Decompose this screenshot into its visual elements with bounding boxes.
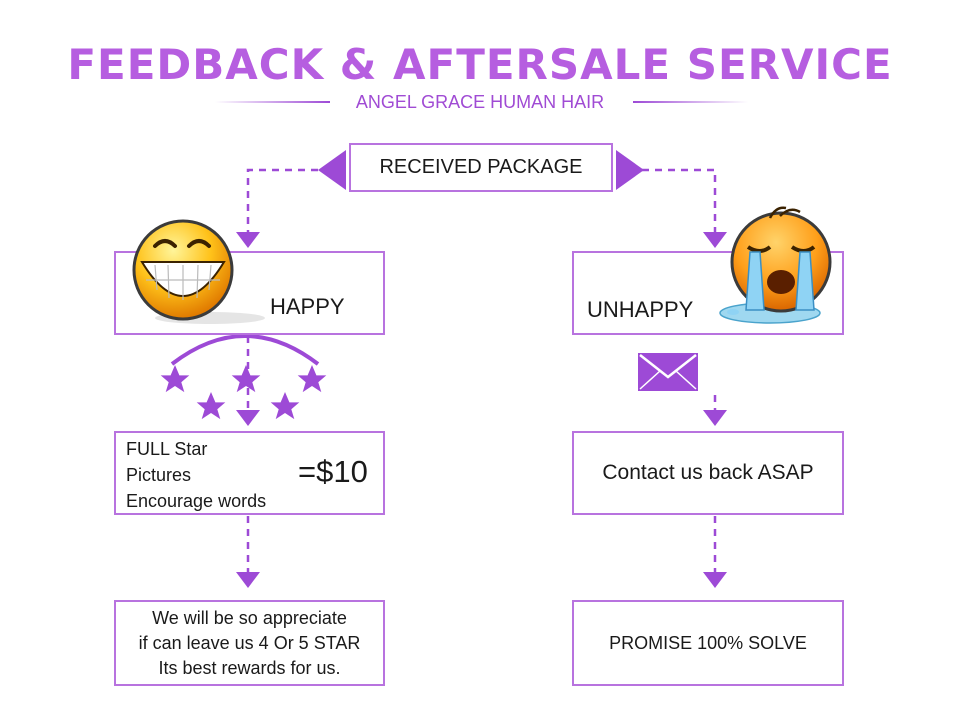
requirement-line: Encourage words xyxy=(126,491,267,511)
page-subtitle: ANGEL GRACE HUMAN HAIR xyxy=(355,92,605,112)
happy-label: HAPPY xyxy=(270,294,345,319)
star-icon xyxy=(196,392,226,420)
subtitle-rule-right xyxy=(633,101,748,103)
received-package-label: RECEIVED PACKAGE xyxy=(379,156,583,178)
envelope-icon xyxy=(638,353,698,391)
star-icon xyxy=(270,392,300,420)
requirement-line: Pictures xyxy=(126,465,192,485)
reward-amount: =$10 xyxy=(298,454,368,489)
appreciate-node: We will be so appreciate if can leave us… xyxy=(114,600,385,686)
stars-arc xyxy=(170,334,320,366)
star-icon xyxy=(297,365,327,393)
contact-label: Contact us back ASAP xyxy=(602,461,814,484)
arrowhead-contact-icon xyxy=(703,410,727,426)
contact-node: Contact us back ASAP xyxy=(572,431,844,515)
arrowhead-happy-icon xyxy=(236,232,260,248)
arrowhead-appreciate-icon xyxy=(236,572,260,588)
promise-node: PROMISE 100% SOLVE xyxy=(572,600,844,686)
promise-label: PROMISE 100% SOLVE xyxy=(609,632,807,653)
appreciate-line: Its best rewards for us. xyxy=(158,657,341,678)
connector-to-unhappy xyxy=(642,168,717,232)
happy-node xyxy=(114,251,385,335)
appreciate-line: We will be so appreciate xyxy=(152,607,347,628)
requirement-line: FULL Star xyxy=(126,439,208,459)
unhappy-label: UNHAPPY xyxy=(587,297,694,322)
star-icon xyxy=(160,365,190,393)
full-star-node xyxy=(114,431,385,515)
appreciate-line: if can leave us 4 Or 5 STAR xyxy=(138,632,361,653)
page-title: FEEDBACK & AFTERSALE SERVICE xyxy=(67,40,893,89)
arrowhead-full-icon xyxy=(236,410,260,426)
star-icon xyxy=(231,365,261,393)
full-star-requirements: FULL Star Pictures Encourage words xyxy=(126,436,266,514)
arrow-right-icon xyxy=(616,150,644,190)
arrowhead-promise-icon xyxy=(703,572,727,588)
arrowhead-unhappy-icon xyxy=(703,232,727,248)
connector-to-happy xyxy=(246,168,318,232)
arrow-left-icon xyxy=(318,150,346,190)
received-package-node: RECEIVED PACKAGE xyxy=(349,143,613,192)
subtitle-rule-left xyxy=(215,101,330,103)
